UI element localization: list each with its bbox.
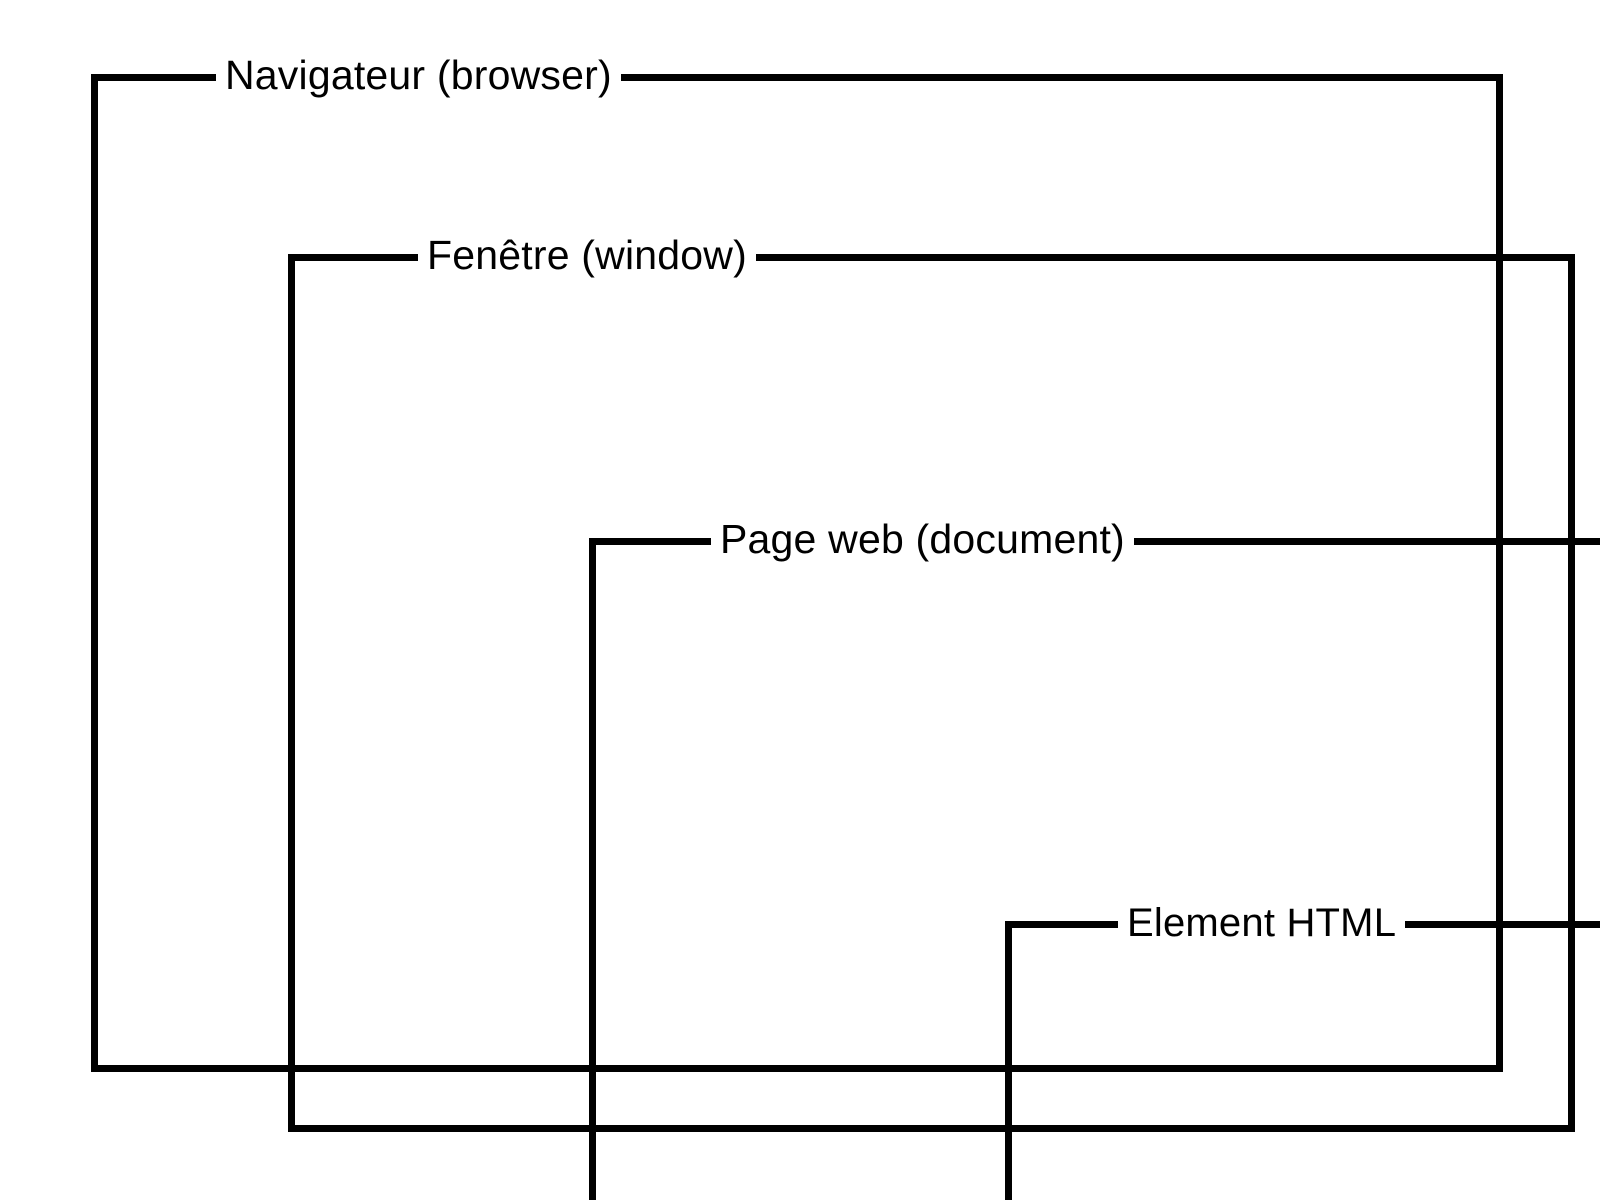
box-label-browser: Navigateur (browser) (216, 55, 621, 97)
box-document: Page web (document) Element HTML Head Bo… (589, 519, 1600, 1200)
box-browser: Navigateur (browser) Fenêtre (window) Pa… (91, 55, 1600, 1200)
box-label-document: Page web (document) (711, 519, 1134, 561)
box-label-html-element: Element HTML (1118, 902, 1406, 943)
box-label-window: Fenêtre (window) (418, 235, 756, 277)
box-html-element: Element HTML Head Body IMG (1005, 902, 1600, 1200)
box-window: Fenêtre (window) Page web (document) Ele… (288, 235, 1600, 1200)
